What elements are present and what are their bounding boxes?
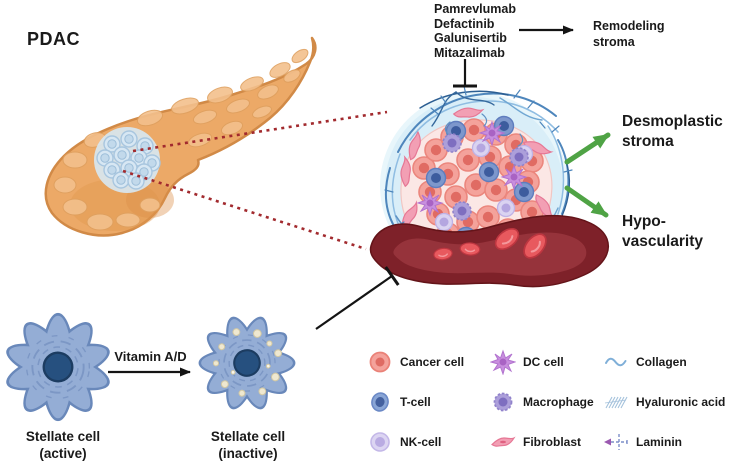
stellate-active-label: Stellate cell (active) [3,428,123,462]
legend-label: NK-cell [400,435,442,449]
zoom-connector-upper [132,110,388,153]
drug-inhibition-tbar [453,59,477,88]
drug-list: Pamrevlumab Defactinib Galunisertib Mita… [434,2,516,60]
legend-item-collagen: Collagen [603,349,729,375]
pdac-tumor-cluster [94,127,161,193]
blood-vessel [369,214,609,288]
collagen-icon [605,357,627,367]
pancreas-lobule-texture [53,48,309,231]
arrow-desmoplastic-stroma [564,132,611,165]
legend-item-laminin: Laminin [603,429,729,455]
pancreas-illustration [44,36,317,237]
remodeling-stroma-label: Remodeling stroma [593,19,665,49]
vitamin-transition-label: Vitamin A/D [114,349,187,364]
stellate-inhibition-tbar [315,266,400,330]
legend-label: Fibroblast [523,435,582,449]
drug-name: Pamrevlumab [434,2,516,16]
legend-item-fibroblast: Fibroblast [490,429,603,455]
zoom-connector-lines [122,110,388,251]
macrophage-icon [493,392,513,412]
legend-item-macrophage: Macrophage [490,389,603,415]
legend-label: T-cell [400,395,431,409]
legend-label: Macrophage [523,395,594,409]
legend-item-t-cell: T-cell [367,389,490,415]
stellate-active-name: Stellate cell [25,429,101,444]
stellate-inactive-label: Stellate cell (inactive) [188,428,308,462]
legend-label: Hyaluronic acid [636,395,726,409]
stellate-active-state: (active) [39,446,87,461]
legend-label: Cancer cell [400,355,465,369]
drug-name: Mitazalimab [434,45,505,60]
region-label-pdac: PDAC [27,29,81,49]
cancer-cell-icon [369,351,391,373]
stellate-inactive-name: Stellate cell [210,429,286,444]
tumor-microenvironment-illustration [369,85,609,288]
stellate-cell-inactive [187,303,307,423]
legend-label: Laminin [636,435,683,449]
legend-item-cancer-cell: Cancer cell [367,349,490,375]
legend-item-dc-cell: DC cell [490,349,603,375]
process-arrows [108,25,574,377]
outcome-arrows [564,132,611,218]
t-cell-icon [371,392,389,412]
legend-label: DC cell [523,355,564,369]
desmoplastic-stroma-label: Desmoplastic stroma [622,113,723,150]
nk-cell-icon [370,432,390,452]
fibroblast-icon [491,436,516,447]
zoom-connector-lower [122,169,367,251]
hyaluronic-acid-icon [604,396,628,409]
legend-label: Collagen [636,355,687,369]
stellate-cell-active [0,302,123,432]
drug-name: Galunisertib [434,31,507,45]
drug-name: Defactinib [434,16,495,31]
legend-item-hyaluronic-acid: Hyaluronic acid [603,389,729,415]
laminin-icon [604,434,628,450]
hypovascularity-label: Hypo-vascularity [622,213,703,250]
lipid-droplets [212,328,282,397]
dc-cell-icon [490,349,516,375]
arrow-hypovascularity [564,185,609,218]
stellate-inactive-state: (inactive) [218,446,278,461]
legend: Cancer cell DC cell Collagen T-cell [367,342,729,462]
legend-item-nk-cell: NK-cell [367,429,490,455]
